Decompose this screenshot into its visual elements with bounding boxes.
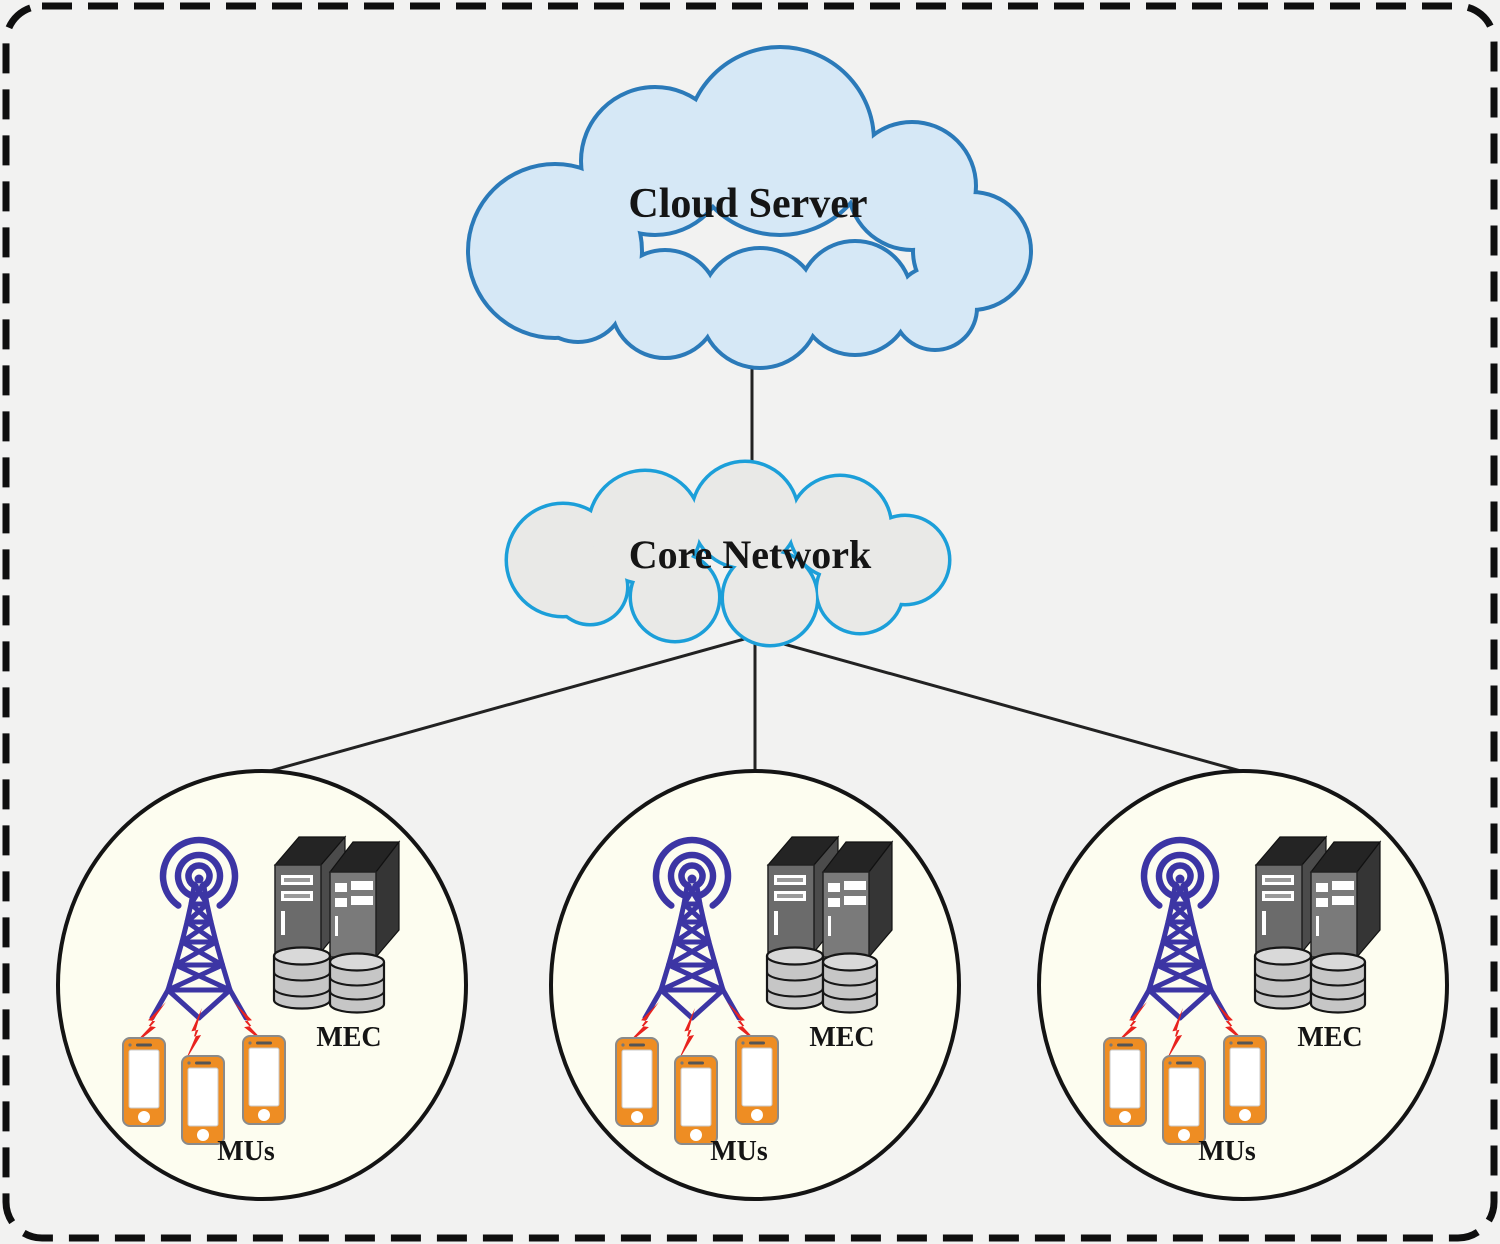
cloud-outline <box>504 459 952 648</box>
mec-label: MEC <box>1297 1022 1362 1053</box>
mus-label: MUs <box>1198 1136 1256 1167</box>
mec-label: MEC <box>809 1022 874 1053</box>
cloud-server-label: Cloud Server <box>628 181 867 227</box>
cloud-outline <box>466 45 1033 370</box>
core-network-shape: Core Network <box>504 459 952 648</box>
edge-cell-2: MEC MUs <box>549 769 961 1201</box>
edge-cell-1: MEC MUs <box>56 769 468 1201</box>
core-network-label: Core Network <box>629 532 872 577</box>
cell-boundary <box>549 769 961 1201</box>
cloud-server-shape: Cloud Server <box>466 45 1033 370</box>
mec-label: MEC <box>316 1022 381 1053</box>
link-core-to-cell-1 <box>244 634 756 780</box>
edge-cell-3: MEC MUs <box>1037 769 1449 1201</box>
mus-label: MUs <box>710 1136 768 1167</box>
cell-boundary <box>1037 769 1449 1201</box>
link-core-to-cell-3 <box>754 634 1267 780</box>
mus-label: MUs <box>217 1136 275 1167</box>
cell-boundary <box>56 769 468 1201</box>
connector-lines <box>244 360 1267 780</box>
